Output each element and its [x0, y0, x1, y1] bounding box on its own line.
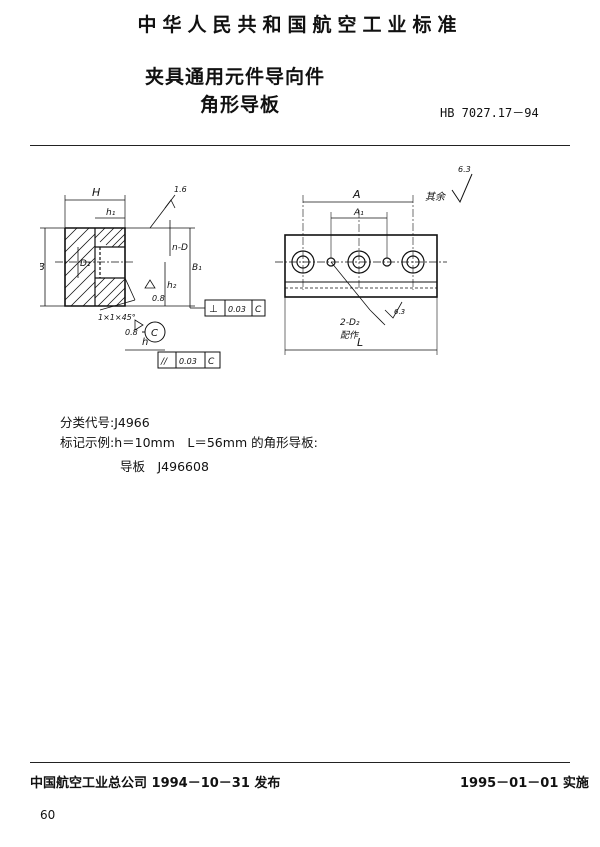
small-roughness: 6.3 — [394, 308, 405, 316]
front-view — [275, 173, 473, 355]
label-chamfer: 1×1×45° — [98, 313, 136, 322]
label-H: H — [92, 186, 100, 199]
label-h1: h₁ — [106, 208, 116, 218]
standard-code: HB 7027.17－94 — [440, 106, 539, 120]
header-divider — [30, 145, 570, 146]
label-D1: D₁ — [80, 259, 91, 269]
par-symbol: // — [160, 357, 168, 367]
label-h: h — [142, 337, 148, 348]
marking-example: 标记示例:h＝10mm L＝56mm 的角形导板: — [60, 435, 318, 450]
label-h2: h₂ — [167, 281, 177, 291]
d2-label: 2-D₂ — [340, 318, 360, 328]
perp-tolerance: 0.03 — [228, 305, 246, 314]
marking-example-value: 导板 J496608 — [120, 459, 209, 474]
label-A1: A₁ — [353, 208, 364, 218]
par-tolerance: 0.03 — [179, 357, 197, 366]
perp-symbol: ⊥ — [209, 304, 218, 315]
label-roughness-08b: 0.8 — [125, 328, 138, 337]
technical-drawing: H h₁ B D₁ n-D h₂ B₁ 1×1×45° h 0.8 0.8 1.… — [40, 165, 473, 369]
label-roughness-16: 1.6 — [174, 185, 187, 194]
label-nD: n-D — [172, 243, 188, 253]
label-A: A — [352, 188, 361, 201]
classification-code: 分类代号:J4966 — [60, 415, 150, 430]
document-title-line1: 夹具通用元件导向件 — [145, 66, 326, 88]
label-B: B — [40, 262, 45, 273]
label-B1: B₁ — [192, 263, 202, 273]
d2-note: 配作 — [340, 330, 360, 341]
label-L: L — [357, 336, 363, 349]
rest-roughness: 6.3 — [458, 165, 471, 174]
datum-c-label: C — [151, 328, 158, 339]
label-roughness-08a: 0.8 — [152, 294, 165, 303]
effective-date: 1995－01－01 实施 — [460, 776, 589, 791]
par-datum: C — [208, 357, 215, 367]
publish-info: 中国航空工业总公司 1994－10－31 发布 — [30, 776, 281, 791]
rest-label: 其余 — [425, 191, 447, 203]
document-title-line2: 角形导板 — [200, 94, 281, 116]
perp-datum: C — [255, 305, 262, 315]
side-view — [40, 194, 266, 369]
standard-body-title: 中华人民共和国航空工业标准 — [137, 14, 463, 36]
footer-divider — [30, 762, 570, 763]
page-number: 60 — [40, 808, 56, 822]
